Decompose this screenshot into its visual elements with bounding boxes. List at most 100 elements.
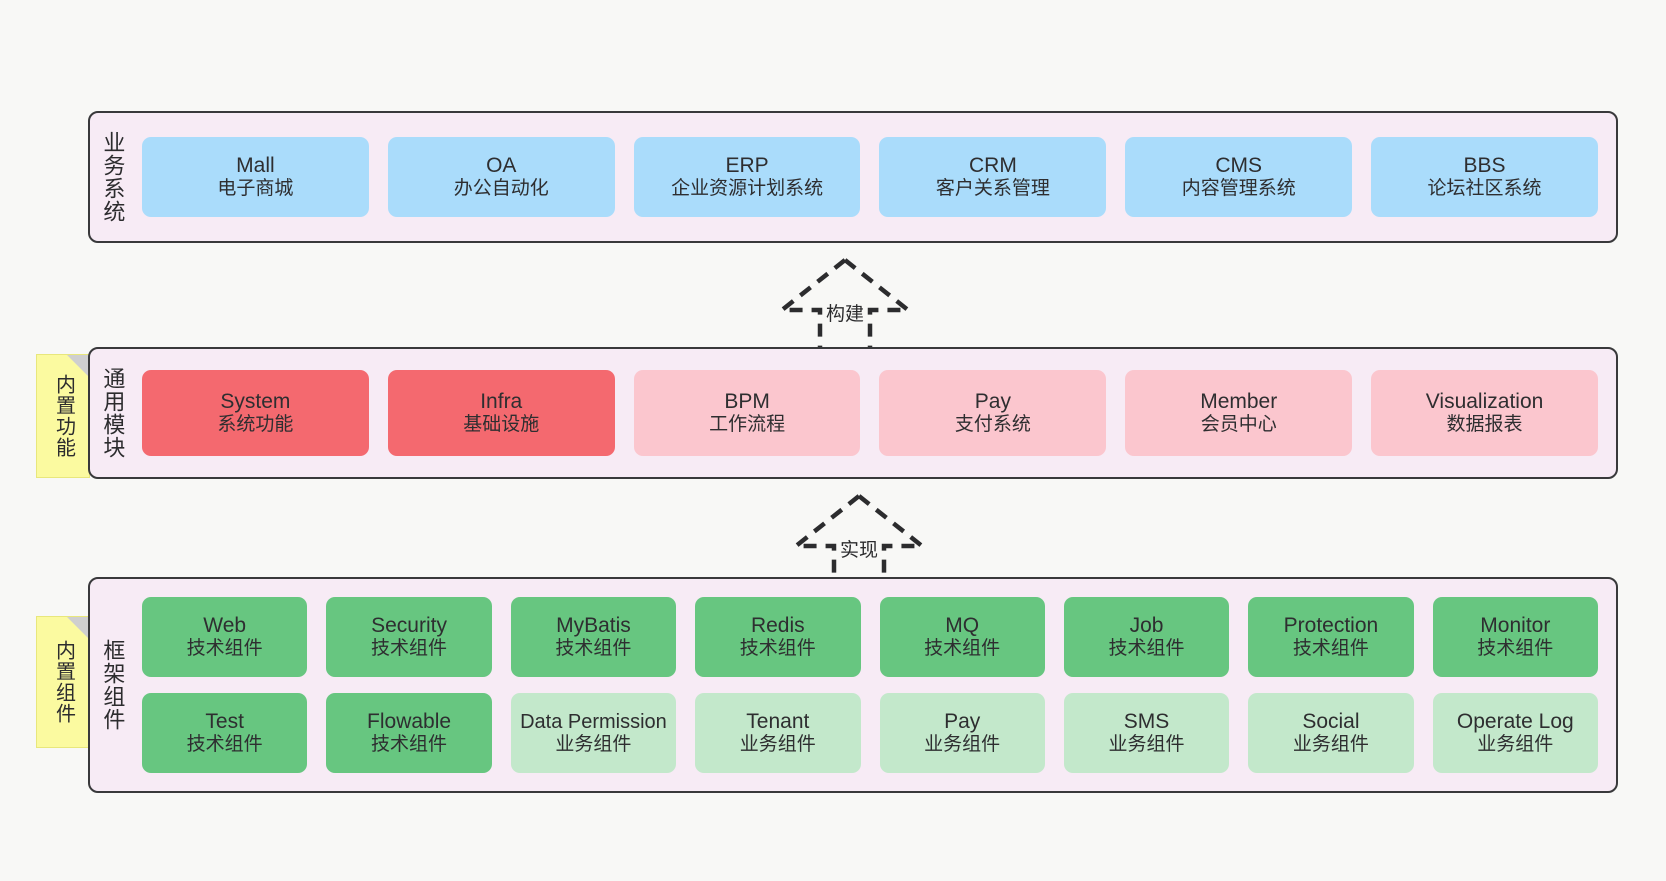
card-title-cn: 业务组件: [739, 734, 816, 756]
card-cms[interactable]: CMS 内容管理系统: [1125, 137, 1353, 217]
sticky-note-label: 内置功能: [52, 374, 75, 458]
card-social[interactable]: Social 业务组件: [1248, 693, 1414, 773]
card-title-en: Tenant: [746, 710, 810, 733]
card-pay[interactable]: Pay 支付系统: [879, 370, 1107, 456]
card-flowable[interactable]: Flowable 技术组件: [326, 693, 492, 773]
card-bpm[interactable]: BPM 工作流程: [633, 370, 861, 456]
card-sms[interactable]: SMS 业务组件: [1063, 693, 1230, 773]
card-title-en: System: [220, 390, 291, 413]
card-title-cn: 企业资源计划系统: [671, 178, 824, 200]
layer-label-business-systems: 业务系统: [100, 131, 126, 223]
generalization-arrow-icon: [775, 258, 915, 352]
layer-framework-components: 框架组件 Web 技术组件 Security 技术组件 MyBatis 技术组件…: [88, 577, 1618, 793]
card-title-cn: 论坛社区系统: [1427, 178, 1542, 200]
card-title-en: Protection: [1283, 614, 1379, 637]
sticky-note-builtin-components: 内置组件: [36, 616, 90, 748]
card-row: Web 技术组件 Security 技术组件 MyBatis 技术组件 Redi…: [142, 597, 1598, 677]
card-job[interactable]: Job 技术组件: [1063, 597, 1230, 677]
card-infra[interactable]: Infra 基础设施: [387, 370, 615, 456]
card-title-en: BPM: [724, 390, 770, 413]
card-test[interactable]: Test 技术组件: [142, 693, 308, 773]
card-title-cn: 业务组件: [1108, 734, 1185, 756]
card-title-en: Test: [205, 710, 244, 733]
card-pay-component[interactable]: Pay 业务组件: [879, 693, 1045, 773]
card-erp[interactable]: ERP 企业资源计划系统: [633, 137, 861, 217]
card-data-permission[interactable]: Data Permission 业务组件: [510, 693, 677, 773]
card-title-en: SMS: [1123, 710, 1170, 733]
card-title-cn: 系统功能: [217, 414, 294, 436]
card-title-en: MQ: [945, 614, 980, 637]
card-security[interactable]: Security 技术组件: [326, 597, 492, 677]
card-title-cn: 技术组件: [555, 638, 632, 660]
card-row: Test 技术组件 Flowable 技术组件 Data Permission …: [142, 693, 1598, 773]
connector-implement: 实现: [774, 488, 944, 588]
layer-common-modules: 通用模块 System 系统功能 Infra 基础设施 BPM 工作流程 Pay…: [88, 347, 1618, 479]
generalization-arrow-icon: [789, 494, 929, 588]
card-bbs[interactable]: BBS 论坛社区系统: [1371, 137, 1598, 217]
card-title-en: Job: [1129, 614, 1164, 637]
card-title-en: Pay: [944, 710, 981, 733]
connector-label-build: 构建: [825, 304, 865, 325]
card-title-cn: 技术组件: [1477, 638, 1554, 660]
card-title-cn: 业务组件: [924, 734, 1001, 756]
card-title-cn: 办公自动化: [453, 178, 549, 200]
layer-business-systems: 业务系统 Mall 电子商城 OA 办公自动化 ERP 企业资源计划系统 CRM…: [88, 111, 1618, 243]
card-title-cn: 业务组件: [1292, 734, 1369, 756]
card-title-en: Flowable: [367, 710, 452, 733]
card-title-en: Redis: [750, 614, 805, 637]
layer-label-framework-components: 框架组件: [100, 639, 126, 731]
card-title-en: Member: [1200, 390, 1278, 413]
card-monitor[interactable]: Monitor 技术组件: [1432, 597, 1598, 677]
card-redis[interactable]: Redis 技术组件: [695, 597, 861, 677]
card-title-cn: 技术组件: [371, 638, 448, 660]
card-title-cn: 技术组件: [739, 638, 816, 660]
card-mq[interactable]: MQ 技术组件: [879, 597, 1045, 677]
card-title-cn: 工作流程: [709, 414, 786, 436]
card-web[interactable]: Web 技术组件: [142, 597, 308, 677]
card-title-cn: 技术组件: [1292, 638, 1369, 660]
card-row: Mall 电子商城 OA 办公自动化 ERP 企业资源计划系统 CRM 客户关系…: [142, 137, 1598, 217]
layer-body-business-systems: Mall 电子商城 OA 办公自动化 ERP 企业资源计划系统 CRM 客户关系…: [134, 113, 1616, 241]
card-mall[interactable]: Mall 电子商城: [142, 137, 369, 217]
card-row: System 系统功能 Infra 基础设施 BPM 工作流程 Pay 支付系统…: [142, 370, 1598, 456]
card-title-cn: 技术组件: [924, 638, 1001, 660]
card-title-cn: 电子商城: [217, 178, 294, 200]
card-title-cn: 技术组件: [371, 734, 448, 756]
card-title-cn: 会员中心: [1200, 414, 1277, 436]
card-title-en: Data Permission: [520, 710, 667, 733]
card-title-en: Monitor: [1480, 614, 1551, 637]
card-title-en: CMS: [1215, 154, 1263, 177]
card-oa[interactable]: OA 办公自动化: [387, 137, 615, 217]
card-protection[interactable]: Protection 技术组件: [1248, 597, 1414, 677]
card-title-cn: 支付系统: [954, 414, 1031, 436]
card-visualization[interactable]: Visualization 数据报表: [1371, 370, 1598, 456]
card-title-cn: 基础设施: [463, 414, 540, 436]
card-title-en: CRM: [968, 154, 1017, 177]
card-tenant[interactable]: Tenant 业务组件: [695, 693, 861, 773]
card-title-en: Social: [1302, 710, 1360, 733]
card-title-en: Mall: [236, 154, 275, 177]
card-title-en: BBS: [1463, 154, 1506, 177]
card-title-en: OA: [486, 154, 517, 177]
card-crm[interactable]: CRM 客户关系管理: [879, 137, 1107, 217]
card-operate-log[interactable]: Operate Log 业务组件: [1432, 693, 1598, 773]
card-mybatis[interactable]: MyBatis 技术组件: [510, 597, 677, 677]
layer-body-framework-components: Web 技术组件 Security 技术组件 MyBatis 技术组件 Redi…: [134, 579, 1616, 791]
sticky-note-builtin-features: 内置功能: [36, 354, 90, 478]
card-member[interactable]: Member 会员中心: [1125, 370, 1353, 456]
card-title-en: Security: [371, 614, 447, 637]
card-system[interactable]: System 系统功能: [142, 370, 369, 456]
sticky-note-label: 内置组件: [52, 640, 75, 724]
card-title-cn: 技术组件: [186, 638, 263, 660]
card-title-en: Pay: [974, 390, 1011, 413]
card-title-cn: 业务组件: [555, 733, 632, 755]
card-title-en: MyBatis: [556, 614, 631, 637]
connector-label-implement: 实现: [839, 540, 879, 561]
connector-build: 构建: [760, 252, 930, 352]
card-title-cn: 技术组件: [186, 734, 263, 756]
card-title-cn: 技术组件: [1108, 638, 1185, 660]
card-title-cn: 数据报表: [1446, 414, 1523, 436]
card-title-cn: 业务组件: [1477, 734, 1554, 756]
card-title-cn: 客户关系管理: [935, 178, 1050, 200]
